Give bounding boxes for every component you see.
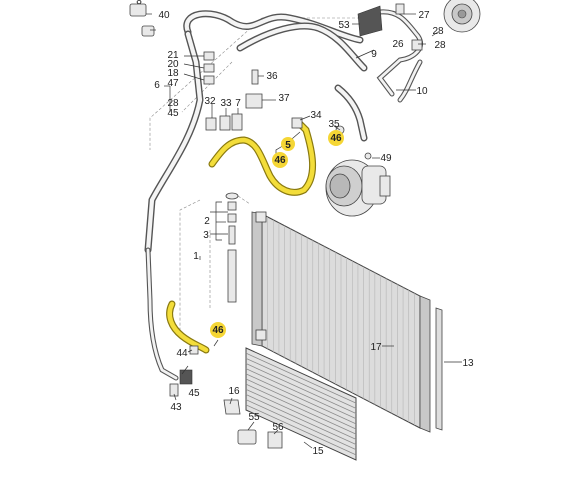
callout-13: 13: [462, 358, 474, 369]
grille-slat: [245, 404, 357, 456]
lower-left-hose: [145, 247, 179, 381]
callout-1: 1: [193, 251, 199, 262]
grille-slat: [245, 399, 357, 451]
grille-slat: [245, 394, 357, 445]
small-components: [129, 3, 423, 449]
highlight-marker-46-a: [328, 130, 344, 146]
callout-27: 27: [418, 10, 430, 21]
callout-21: 21: [167, 50, 179, 61]
callout-3: 3: [203, 230, 209, 241]
callout-6: 6: [154, 80, 160, 91]
callout-32: 32: [204, 96, 216, 107]
callout-37: 37: [278, 93, 290, 104]
compressor: [325, 159, 391, 217]
callout-43: 43: [170, 402, 182, 413]
seal-strip: [435, 307, 443, 431]
highlight-markers: [210, 130, 344, 338]
callout-35: 35: [328, 119, 340, 130]
highlight-marker-46-b: [272, 152, 288, 168]
callout-9: 9: [371, 49, 377, 60]
callout-26: 26: [392, 39, 404, 50]
callout-56: 56: [272, 422, 284, 433]
callout-47: 47: [167, 78, 179, 89]
callout-44: 44: [176, 348, 188, 359]
callout-46-a: 46: [330, 133, 342, 144]
callout-17: 17: [370, 342, 382, 353]
callout-34: 34: [310, 110, 322, 121]
grille-slat: [245, 357, 357, 409]
callout-28-b: 28: [434, 40, 446, 51]
callout-45-low: 45: [188, 388, 200, 399]
callout-40: 40: [158, 10, 170, 21]
callout-18: 18: [167, 68, 179, 79]
grille-slat: [245, 368, 357, 420]
callout-45-mid: 45: [167, 108, 179, 119]
lower-grille: [245, 347, 357, 461]
condenser: [251, 211, 431, 433]
grille-slat: [245, 388, 357, 440]
callout-8: 8: [136, 0, 142, 7]
callout-labels: 8 40 53 27 26 28 28 9 10 21 20 18 47 6 2…: [136, 0, 474, 457]
highlight-marker-46-c: [210, 322, 226, 338]
callout-53: 53: [338, 20, 350, 31]
callout-5: 5: [285, 140, 291, 151]
grille-slat: [245, 352, 357, 404]
callout-28-top: 28: [432, 26, 444, 37]
highlighted-pipe-5: [208, 120, 317, 196]
upper-hose-lines: [144, 9, 424, 254]
highlighted-pipe-lower: [166, 300, 210, 354]
callout-46-b: 46: [274, 155, 286, 166]
leader-lines: [146, 13, 462, 449]
callout-15: 15: [312, 446, 324, 457]
callout-33: 33: [220, 98, 232, 109]
condenser-fins: [267, 216, 415, 426]
highlight-marker-5: [281, 137, 295, 151]
callout-2: 2: [204, 216, 210, 227]
compressor-pulley-top: [443, 0, 481, 33]
callout-28-mid: 28: [167, 98, 179, 109]
callout-55: 55: [248, 412, 260, 423]
callout-49: 49: [380, 153, 392, 164]
callout-20: 20: [167, 59, 179, 70]
callout-46-c: 46: [212, 325, 224, 336]
grille-slats: [245, 352, 357, 456]
grille-slat: [245, 383, 357, 435]
grille-slat: [245, 363, 357, 414]
grille-slat: [245, 378, 357, 430]
callout-10: 10: [416, 86, 428, 97]
callout-7: 7: [235, 98, 241, 109]
callout-36: 36: [266, 71, 278, 82]
grille-slat: [245, 373, 357, 425]
callout-16: 16: [228, 386, 240, 397]
